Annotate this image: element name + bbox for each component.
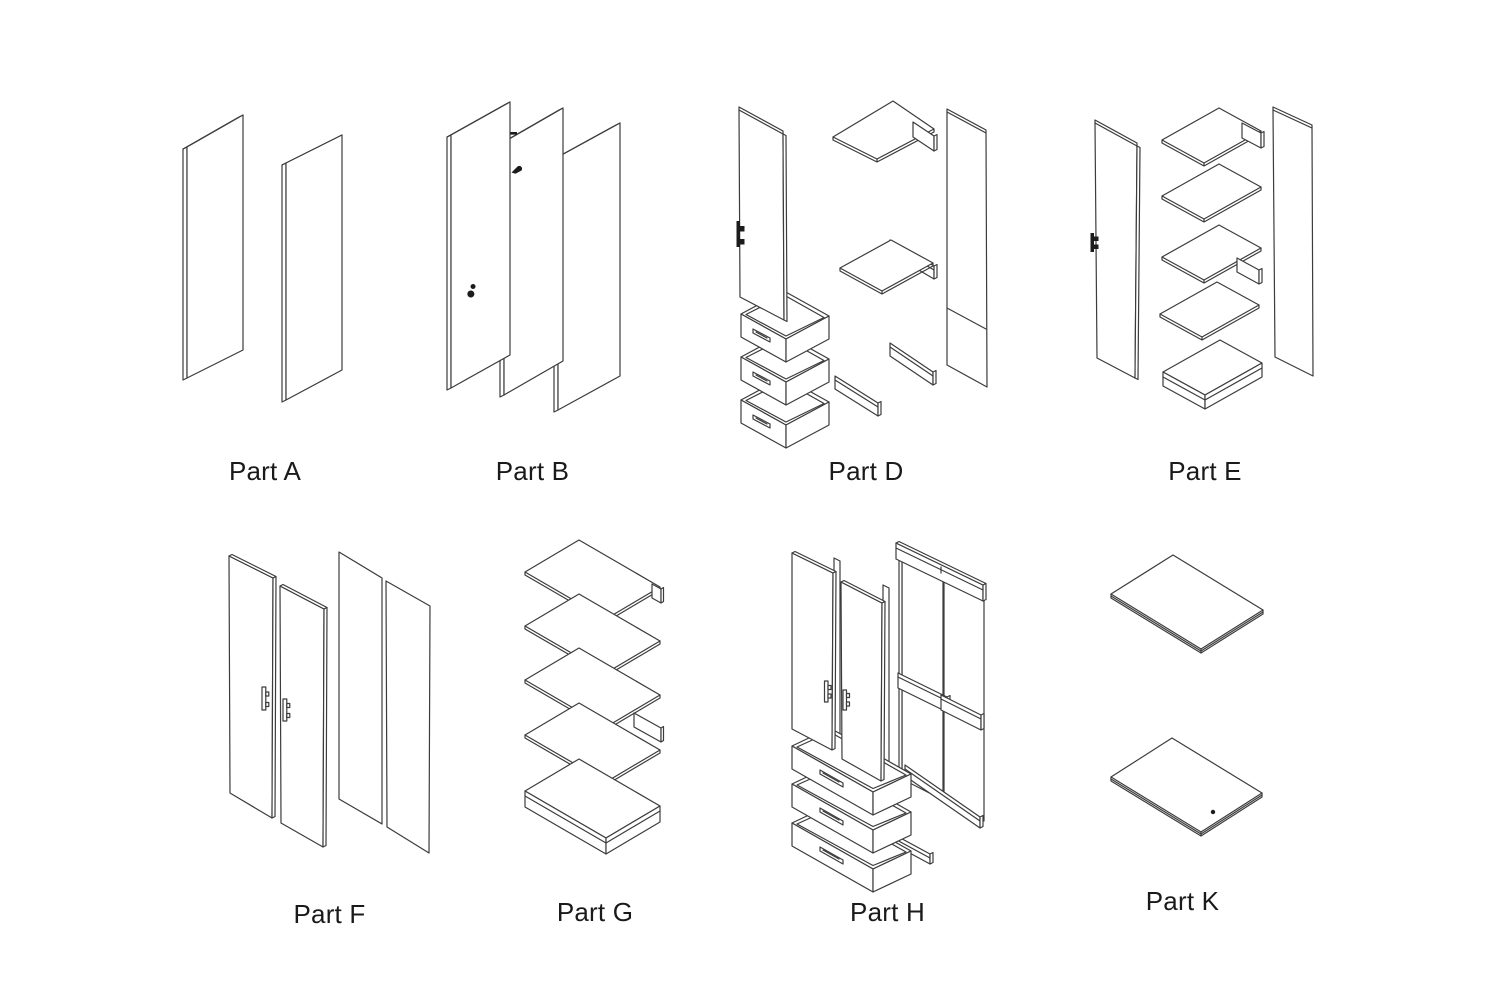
back-panel-left [898, 549, 944, 801]
door-1 [791, 550, 837, 751]
shelf-3 [1161, 224, 1263, 285]
part-g-label: Part G [556, 897, 634, 927]
part-a-drawing [182, 114, 343, 403]
panel-1 [446, 101, 511, 391]
panel-3 [553, 122, 621, 413]
top-shelf [832, 100, 938, 163]
part-h-drawing [791, 540, 987, 893]
door-handle-icon [736, 221, 745, 247]
door-handle-icon [842, 689, 851, 711]
part-h-label: Part H [850, 897, 925, 927]
part-g-drawing [524, 539, 665, 855]
part-e-label: Part E [1168, 456, 1242, 486]
part-b-label: Part B [495, 456, 570, 486]
door-2 [279, 583, 328, 848]
part-a-label: Part A [228, 456, 301, 486]
door-handle-icon [282, 698, 291, 722]
middle-rail-right [940, 694, 985, 731]
door-handle-icon [823, 680, 832, 703]
board-2 [1110, 737, 1263, 837]
keyhole-icon [467, 284, 476, 298]
shelf-1 [1161, 107, 1265, 167]
shelf-5-box [524, 758, 661, 855]
side-panel-1 [182, 114, 244, 381]
door [1090, 119, 1141, 381]
shelf-5-box [1162, 339, 1263, 410]
board-1 [1110, 554, 1264, 654]
part-k-drawing [1110, 554, 1264, 837]
side-panel [1272, 106, 1314, 377]
dowel-hole-icon [1210, 809, 1216, 815]
side-panel-2 [281, 134, 343, 403]
shelf-2 [1161, 163, 1262, 223]
lower-rail [889, 342, 937, 386]
part-f-drawing [228, 551, 431, 854]
plain-panel-1 [338, 551, 383, 825]
shelf-3 [524, 647, 665, 743]
door-handle-icon [261, 686, 270, 711]
part-f-label: Part F [293, 899, 366, 929]
part-b-drawing [446, 101, 621, 413]
top-rail [895, 540, 987, 602]
door-2 [840, 579, 886, 782]
back-panel [946, 108, 988, 388]
middle-shelf [839, 239, 934, 295]
part-k-label: Part K [1145, 886, 1220, 916]
key-mark-icon [511, 165, 523, 174]
part-d-drawing [736, 100, 988, 449]
plain-panel-2 [385, 580, 431, 854]
door [736, 106, 788, 323]
part-d-label: Part D [828, 456, 904, 486]
door-handle-icon [1090, 233, 1099, 252]
shelf-flange [1236, 257, 1260, 285]
door-1 [228, 553, 277, 819]
shelf-4 [1159, 281, 1260, 341]
bottom-plank [834, 375, 882, 417]
part-e-drawing [1090, 106, 1314, 410]
